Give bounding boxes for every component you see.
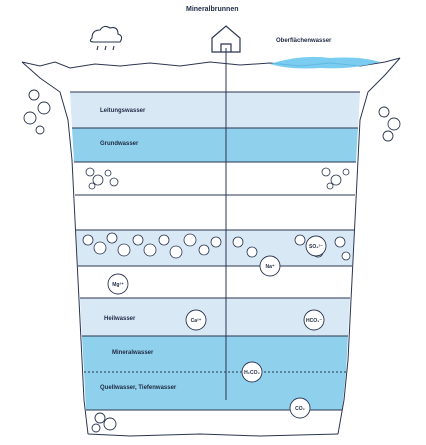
tap-water-label: Leitungswasser [100, 108, 146, 114]
ion-co2: CO₂ [289, 397, 311, 419]
ion-na: Na⁺ [259, 255, 281, 277]
rocks-row-1 [85, 167, 350, 190]
band-rocks-1 [74, 162, 356, 195]
band-mineral [82, 336, 348, 372]
band-tap-water [70, 92, 360, 128]
diagram-title: Mineralbrunnen [186, 6, 239, 13]
spring-water-label: Quellwasser, Tiefenwasser [100, 385, 177, 391]
svg-text:H₂CO₃: H₂CO₃ [244, 370, 260, 376]
svg-text:Mg²⁺: Mg²⁺ [112, 282, 124, 288]
band-spring [84, 372, 346, 410]
band-white-1 [75, 195, 355, 230]
band-rocks-2 [76, 230, 354, 266]
svg-text:SO₄²⁻: SO₄²⁻ [309, 244, 323, 250]
rain-cloud-icon [89, 25, 123, 51]
ion-mg: Mg²⁺ [107, 273, 129, 295]
bottom-edge [87, 433, 339, 437]
band-bottom [86, 410, 342, 434]
svg-text:Na⁺: Na⁺ [265, 264, 274, 270]
mineral-water-label: Mineralwasser [112, 350, 154, 356]
band-mg [78, 266, 352, 298]
side-boulders [23, 89, 401, 433]
house-icon [211, 25, 241, 53]
band-healing [80, 298, 350, 336]
surface-water-label: Oberflächenwasser [276, 38, 332, 44]
layer-bands [70, 92, 360, 434]
rocks-row-2 [82, 232, 351, 261]
ion-so4: SO₄²⁻ [305, 235, 327, 257]
ion-hco3: HCO₃⁻ [303, 309, 325, 331]
svg-text:CO₂: CO₂ [295, 406, 305, 412]
ion-ca: Ca²⁺ [185, 309, 207, 331]
right-wall [337, 57, 401, 435]
ion-h2co3: H₂CO₃ [241, 361, 263, 383]
svg-text:Ca²⁺: Ca²⁺ [191, 318, 202, 324]
healing-water-label: Heilwasser [104, 316, 136, 322]
left-wall [21, 61, 89, 435]
ion-bubbles: Na⁺ SO₄²⁻ Mg²⁺ Ca²⁺ HCO₃⁻ H₂CO₃ CO₂ [107, 235, 327, 419]
svg-text:HCO₃⁻: HCO₃⁻ [306, 318, 322, 324]
surface-water [270, 56, 380, 69]
groundwater-label: Grundwasser [100, 141, 139, 147]
band-groundwater [72, 128, 358, 162]
